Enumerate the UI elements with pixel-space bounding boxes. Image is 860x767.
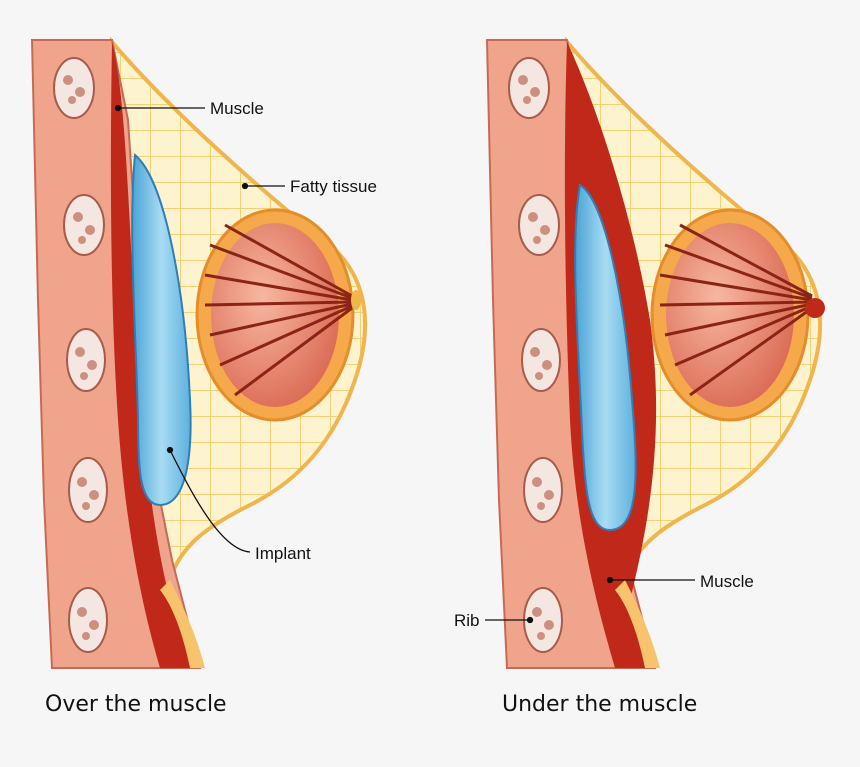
right-ribs	[508, 57, 563, 653]
left-implant-label: Implant	[255, 544, 311, 563]
left-muscle	[110, 42, 200, 668]
left-caption: Over the muscle	[45, 692, 227, 717]
left-muscle-label: Muscle	[210, 99, 264, 118]
left-fatty-tissue-label: Fatty tissue	[290, 177, 377, 196]
right-muscle-label: Muscle	[700, 572, 754, 591]
left-breast-diagram	[30, 36, 368, 669]
left-glandular-tissue	[195, 208, 355, 422]
left-ribs	[53, 57, 108, 653]
right-rib-label: Rib	[454, 611, 480, 630]
right-caption: Under the muscle	[502, 692, 698, 717]
right-implant	[574, 183, 637, 532]
right-breast-diagram	[485, 36, 825, 669]
left-implant	[131, 153, 192, 507]
right-glandular-tissue	[650, 208, 813, 422]
